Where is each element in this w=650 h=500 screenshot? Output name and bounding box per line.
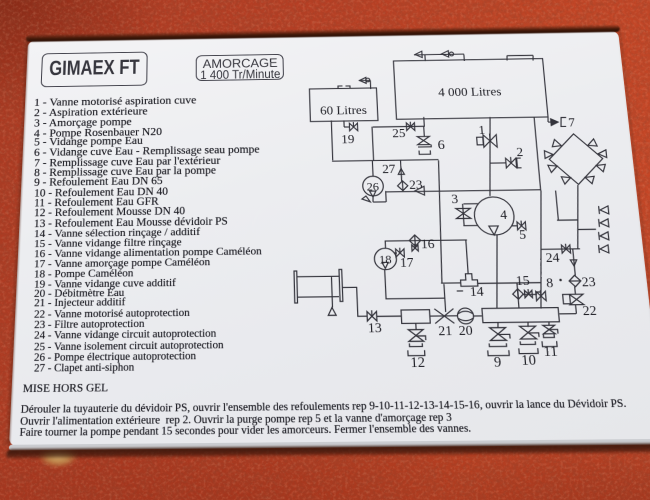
svg-text:5: 5 (519, 227, 527, 242)
svg-text:27: 27 (382, 161, 396, 176)
svg-text:18: 18 (379, 254, 393, 267)
svg-text:12: 12 (410, 354, 425, 370)
svg-text:25: 25 (392, 126, 406, 141)
svg-text:6: 6 (437, 137, 446, 153)
svg-text:10: 10 (521, 352, 537, 368)
svg-text:26: 26 (366, 181, 379, 194)
svg-text:60 Litres: 60 Litres (320, 103, 368, 118)
svg-text:17: 17 (400, 255, 414, 271)
svg-text:3: 3 (451, 191, 459, 206)
svg-text:20: 20 (458, 322, 473, 338)
svg-text:7: 7 (568, 115, 576, 129)
svg-text:2: 2 (516, 145, 524, 160)
svg-text:4 000 Litres: 4 000 Litres (438, 84, 502, 99)
svg-text:19: 19 (341, 132, 355, 147)
svg-text:23: 23 (409, 177, 423, 192)
svg-text:11: 11 (543, 343, 558, 359)
svg-text:24: 24 (545, 250, 560, 266)
svg-text:4: 4 (500, 207, 508, 222)
svg-text:23: 23 (581, 274, 596, 290)
svg-text:16: 16 (420, 236, 434, 251)
svg-text:22: 22 (582, 303, 597, 319)
svg-text:14: 14 (469, 284, 484, 300)
svg-text:9: 9 (493, 354, 501, 370)
svg-text:13: 13 (368, 319, 383, 335)
svg-text:15: 15 (515, 273, 530, 289)
svg-text:21: 21 (438, 322, 453, 338)
svg-text:1: 1 (478, 123, 486, 137)
svg-text:8: 8 (546, 275, 554, 291)
